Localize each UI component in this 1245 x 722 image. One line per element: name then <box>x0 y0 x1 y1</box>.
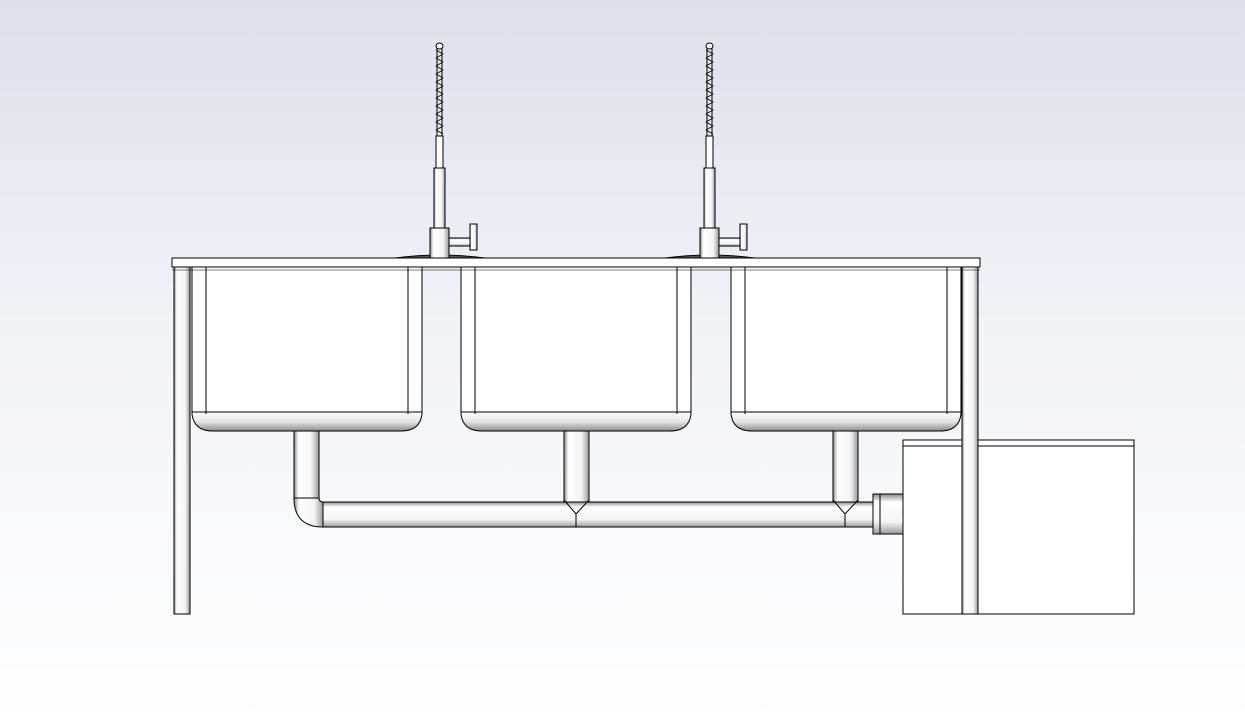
faucet-right-spring-hose <box>705 42 714 136</box>
faucet-right <box>664 42 756 259</box>
sink-bowl-middle <box>460 265 692 432</box>
sink-bowl-right <box>730 265 962 432</box>
leg-left <box>173 265 191 615</box>
sink-bowl-left <box>191 265 423 432</box>
drain-pipes <box>293 429 904 535</box>
leg-right <box>961 265 979 615</box>
countertop <box>171 257 981 271</box>
faucet-left <box>394 42 486 259</box>
grease-trap-box <box>902 439 1135 615</box>
faucet-left-spring-hose <box>435 42 444 136</box>
